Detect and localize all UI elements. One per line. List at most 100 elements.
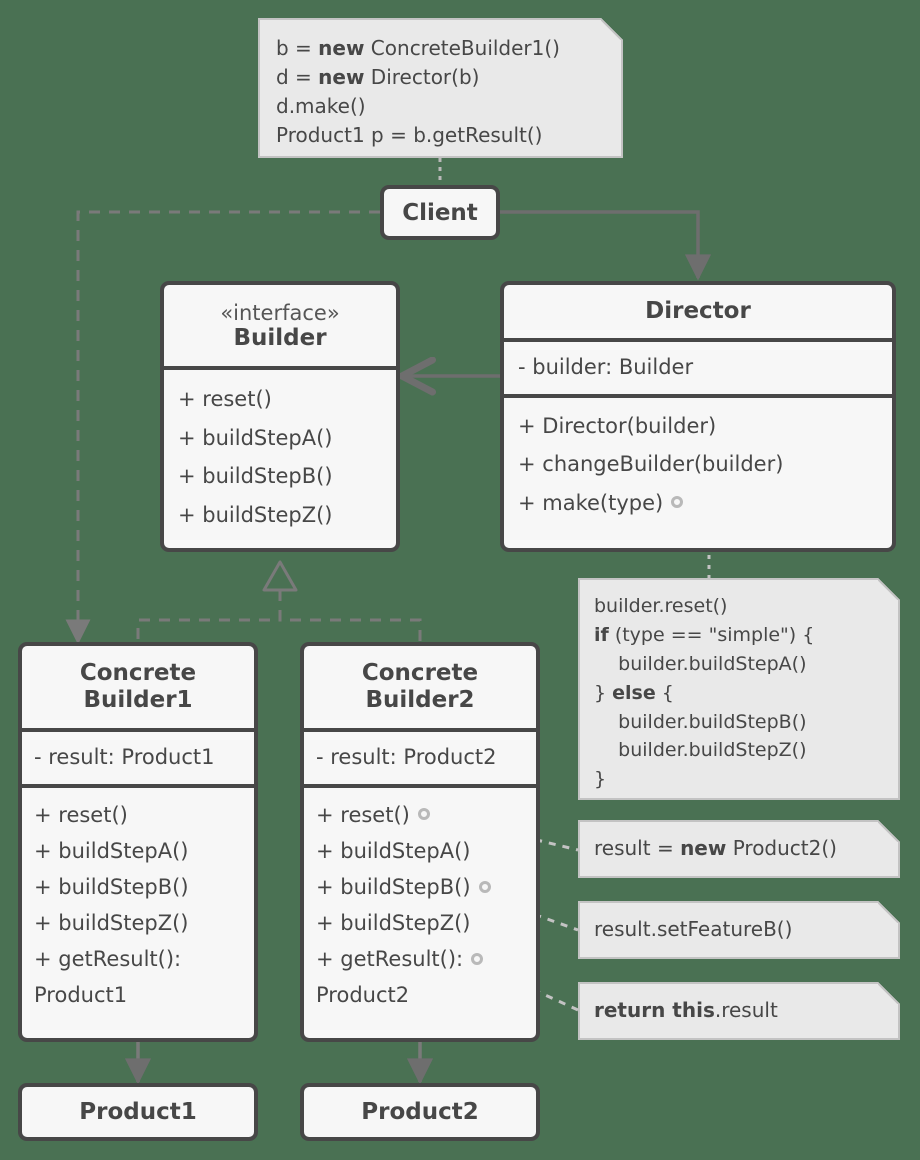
method-row: + Director(builder)	[518, 407, 892, 446]
note-text-run: }	[594, 681, 613, 704]
attribute-row-label: - result: Product1	[34, 745, 215, 770]
class-methods-concrete-builder2: + reset() + buildStepA() + buildStepB() + b…	[304, 783, 536, 1023]
lollipop-connector-icon	[478, 880, 491, 893]
note-text-run: (type == "simple") {	[608, 623, 815, 646]
note-dogear-icon	[878, 578, 900, 600]
note-text-run: new	[680, 836, 727, 860]
class-title-line: Concrete	[361, 660, 479, 686]
edge-client-director	[500, 210, 712, 281]
method-row: + buildStepZ()	[178, 496, 396, 535]
note-text-run: if	[594, 623, 609, 646]
note-line: d.make()	[276, 92, 605, 121]
class-box-client[interactable]: Client	[380, 185, 500, 240]
lollipop-connector-icon	[417, 808, 430, 821]
class-box-builder[interactable]: «interface» Builder + reset()+ buildStep…	[160, 281, 400, 552]
note-text-run: return this	[594, 998, 715, 1022]
edge-concretebuilder1-builder	[136, 590, 282, 642]
note-text: result = new Product2()	[594, 836, 884, 860]
lollipop-connector-icon	[471, 952, 484, 965]
attribute-row: - result: Product1	[34, 741, 254, 775]
note-text-run: {	[655, 681, 674, 704]
method-row: + getResult():	[316, 941, 536, 977]
client-code-note: b = new ConcreteBuilder1()d = new Direct…	[258, 18, 623, 158]
class-methods-director: + Director(builder) + changeBuilder(build…	[504, 393, 892, 532]
method-row-label: + make(type)	[518, 490, 664, 515]
method-row: + buildStepB()	[316, 869, 536, 905]
note-text-run: result.setFeatureB()	[594, 917, 793, 941]
method-row: + changeBuilder(builder)	[518, 445, 892, 484]
note-line: Product1 p = b.getResult()	[276, 121, 605, 150]
method-row: + buildStepZ()	[34, 905, 254, 941]
note-line: if (type == "simple") {	[594, 621, 884, 650]
class-title-product1: Product1	[79, 1099, 197, 1125]
note-line: builder.buildStepA()	[594, 650, 884, 679]
class-box-product2[interactable]: Product2	[300, 1083, 540, 1141]
note-line: }	[594, 765, 884, 794]
method-row: + buildStepB()	[178, 457, 396, 496]
note-dogear-icon	[601, 18, 623, 40]
note-text-run: .result	[714, 998, 778, 1022]
note-line: d = new Director(b)	[276, 63, 605, 92]
method-row-label: + buildStepZ()	[178, 503, 333, 527]
edge-concretebuilder2-builder	[278, 590, 422, 642]
class-methods-concrete-builder1: + reset() + buildStepA() + buildStepB()+ b…	[22, 783, 254, 1023]
note-text: result.setFeatureB()	[594, 917, 884, 941]
method-row: + reset()	[34, 797, 254, 833]
note-text-run: d =	[276, 65, 319, 89]
method-row: + reset()	[178, 380, 396, 419]
class-title-product2: Product2	[361, 1099, 479, 1125]
realization-triangle	[262, 560, 298, 592]
method-row-label: + buildStepZ()	[316, 911, 471, 936]
method-row-label: + buildStepB()	[178, 464, 333, 489]
note-text-run: Product1 p = b.getResult()	[276, 123, 543, 147]
method-row-label: + buildStepB()	[316, 875, 471, 900]
note-line: return this.result	[594, 998, 884, 1022]
attribute-row-label: - result: Product2	[316, 745, 497, 770]
note-dogear-icon	[878, 820, 900, 842]
note-text: builder.reset()if (type == "simple") { b…	[594, 592, 884, 794]
note-dogear-icon	[878, 982, 900, 1004]
class-box-product1[interactable]: Product1	[18, 1083, 258, 1141]
method-row: + buildStepA()	[178, 419, 396, 458]
lollipop-connector-icon	[671, 496, 684, 509]
class-methods-builder: + reset() + buildStepA() + buildStepB() + b…	[164, 366, 396, 545]
class-box-director[interactable]: Director - builder: Builder + Director(b…	[500, 281, 896, 552]
method-row: + buildStepA()	[316, 833, 536, 869]
method-row-label: + Director(builder)	[518, 413, 717, 438]
class-title-director: Director	[645, 298, 751, 324]
note-text-run: builder.buildStepB()	[594, 710, 807, 733]
method-row: + buildStepB()	[34, 869, 254, 905]
note-text-run: builder.buildStepA()	[594, 652, 807, 675]
attribute-row-label: - builder: Builder	[518, 355, 694, 380]
note-text-run: d.make()	[276, 94, 366, 118]
note-line: } else {	[594, 679, 884, 708]
method-row-label: + buildStepA()	[34, 838, 189, 863]
note-text-run: new	[318, 36, 365, 60]
method-row: Product2	[316, 977, 536, 1013]
class-title-line: Concrete	[79, 660, 197, 686]
note-text-run: new	[318, 65, 365, 89]
note-line: b = new ConcreteBuilder1()	[276, 34, 605, 63]
method-row-label: + buildStepA()	[178, 425, 333, 450]
method-row-label: + reset()	[178, 387, 272, 412]
note-text-run: ConcreteBuilder1()	[364, 36, 560, 60]
build-step-b-implementation-note: result.setFeatureB()	[578, 901, 900, 959]
note-text: return this.result	[594, 998, 884, 1022]
class-attributes-concrete-builder2: - result: Product2	[304, 728, 536, 784]
class-title-line: Builder1	[83, 687, 193, 714]
method-row: + buildStepA()	[34, 833, 254, 869]
class-attributes-concrete-builder1: - result: Product1	[22, 728, 254, 784]
method-row-label: + changeBuilder(builder)	[518, 452, 784, 477]
method-row-label: + getResult():	[34, 947, 182, 972]
method-row-label: + reset()	[316, 802, 410, 827]
method-row: + getResult():	[34, 941, 254, 977]
make-implementation-note: builder.reset()if (type == "simple") { b…	[578, 578, 900, 800]
method-row: + reset()	[316, 797, 536, 833]
method-row: Product1	[34, 977, 254, 1013]
note-line: builder.reset()	[594, 592, 884, 621]
